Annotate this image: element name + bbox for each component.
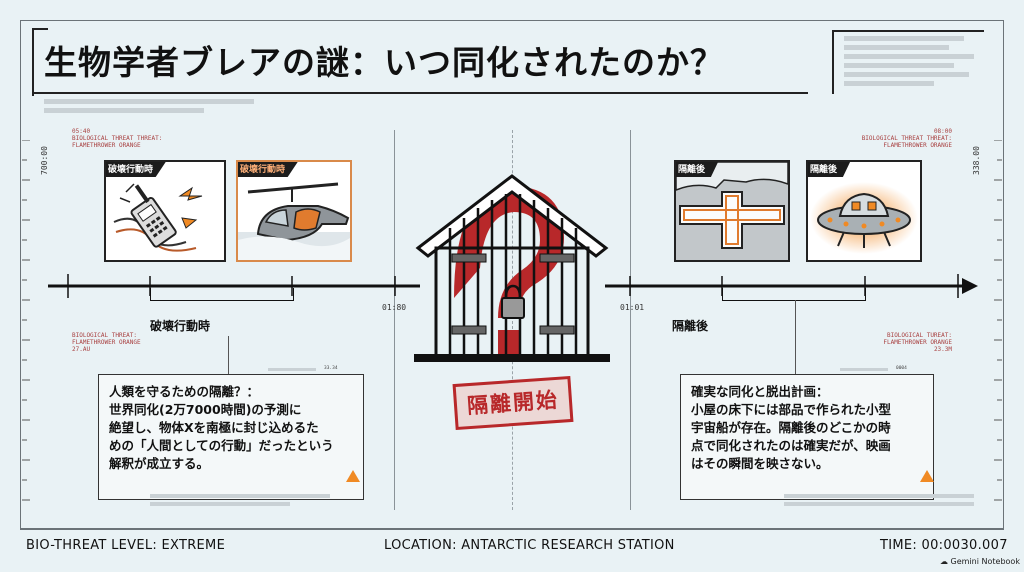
panel-tag: 隔離後 [808,162,852,177]
tunnel-icon [676,162,788,260]
ruler-right [994,140,1002,501]
brand-icon: ☁ [940,557,948,566]
desc-line: 点で同化されたのは確実だが、映画 [691,438,891,453]
timeline [48,274,978,298]
divider-right [630,130,631,510]
panel-tag: 破壊行動時 [106,162,168,177]
left-time-mark: 01:80 [382,303,407,312]
right-bottom-code: 23.3M [933,346,952,353]
left-axis-label: 700:00 [40,146,49,175]
desc-line: 小屋の床下には部品で作られた小型 [691,402,892,417]
header-decoration [832,30,984,94]
footer-divider [20,528,1004,529]
divider-left [394,130,395,510]
page-title: 生物学者ブレアの謎：いつ同化されたのか？ [44,43,724,82]
right-bottom-line2: FLAMETHROWER ORANGE [883,339,952,346]
desc-line: 宇宙船が存在。隔離後のどこかの時 [691,420,891,435]
right-top-line1: BIOLOGICAL THREAT THREAT: [861,135,952,142]
radio-icon [113,183,203,252]
desc-line: 解釈が成立する。 [109,456,210,471]
ruler-left [22,140,30,501]
left-phase-bracket [150,288,294,301]
left-bottom-code: 27.AU [72,346,91,353]
brand-name: Gemini Notebook [950,557,1020,566]
right-time-mark: 01:01 [620,303,645,312]
desc-line: めの「人間としての行動」だったという [109,438,334,453]
left-footer-bar [150,494,330,498]
desc-line: 世界同化(2万7000時間)の予測に [109,402,302,417]
left-top-code: 05:40 [72,128,91,135]
panel-underground-tunnels: 隔離後 [674,160,790,262]
desc-line: はその瞬間を映さない。 [691,456,829,471]
right-top-code: 08:00 [933,128,952,135]
right-top-line2: FLAMETHROWER ORANGE [883,142,952,149]
title-underline [32,92,808,94]
right-footer-bar [784,494,974,498]
right-footer-bar [784,502,974,506]
warning-icon [346,470,360,482]
right-axis-label: 338.00 [972,146,981,175]
footer-time: TIME: 00:0030.007 [880,538,1008,553]
quarantine-start-stamp: 隔離開始 [452,375,574,431]
quarantine-hut [414,174,610,362]
panel-radio-destruction: 破壊行動時 [104,160,226,262]
subtitle-bar [44,99,254,104]
subtitle-bar [44,108,204,113]
outer-frame [20,20,1004,530]
panel-tag: 破壊行動時 [238,162,300,177]
warning-icon [920,470,934,482]
desc-line: 人類を守るための隔離？： [109,384,260,399]
left-phase-label: 破壊行動時 [150,319,211,333]
right-phase-label: 隔離後 [672,319,709,333]
left-bottom-line2: FLAMETHROWER ORANGE [72,339,141,346]
left-footer-bar [150,502,290,506]
panel-tag: 隔離後 [676,162,720,177]
title-bracket [32,28,48,96]
brand-mark: ☁ Gemini Notebook [940,557,1020,566]
left-top-line1: BIOLOGICAL THREAT THREAT: [72,135,163,142]
left-bottom-line1: BIOLOGICAL THREAT: [72,332,138,339]
panel-helicopter-wreck: 破壊行動時 [236,160,352,262]
right-bottom-line1: BIOLOGICAL TUREAT: [886,332,952,339]
footer-threat-level: BIO-THREAT LEVEL: EXTREME [26,538,226,553]
panel-spaceship: 隔離後 [806,160,922,262]
left-description-box: 人類を守るための隔離？： 世界同化(2万7000時間)の予測に 絶望し、物体Xを… [98,374,364,500]
right-description-box: 確実な同化と脱出計画： 小屋の床下には部品で作られた小型 宇宙船が存在。隔離後の… [680,374,934,500]
helicopter-icon [238,182,350,260]
footer-location: LOCATION: ANTARCTIC RESEARCH STATION [384,538,675,553]
left-top-line2: FLAMETHROWER ORANGE [72,142,141,149]
right-phase-bracket [722,288,866,301]
center-dash [512,130,514,510]
spaceship-icon [810,182,918,254]
desc-line: 確実な同化と脱出計画： [691,384,829,399]
left-connector [228,336,229,374]
right-connector [795,300,796,374]
desc-line: 絶望し、物体Xを南極に封じ込めるた [109,420,319,435]
